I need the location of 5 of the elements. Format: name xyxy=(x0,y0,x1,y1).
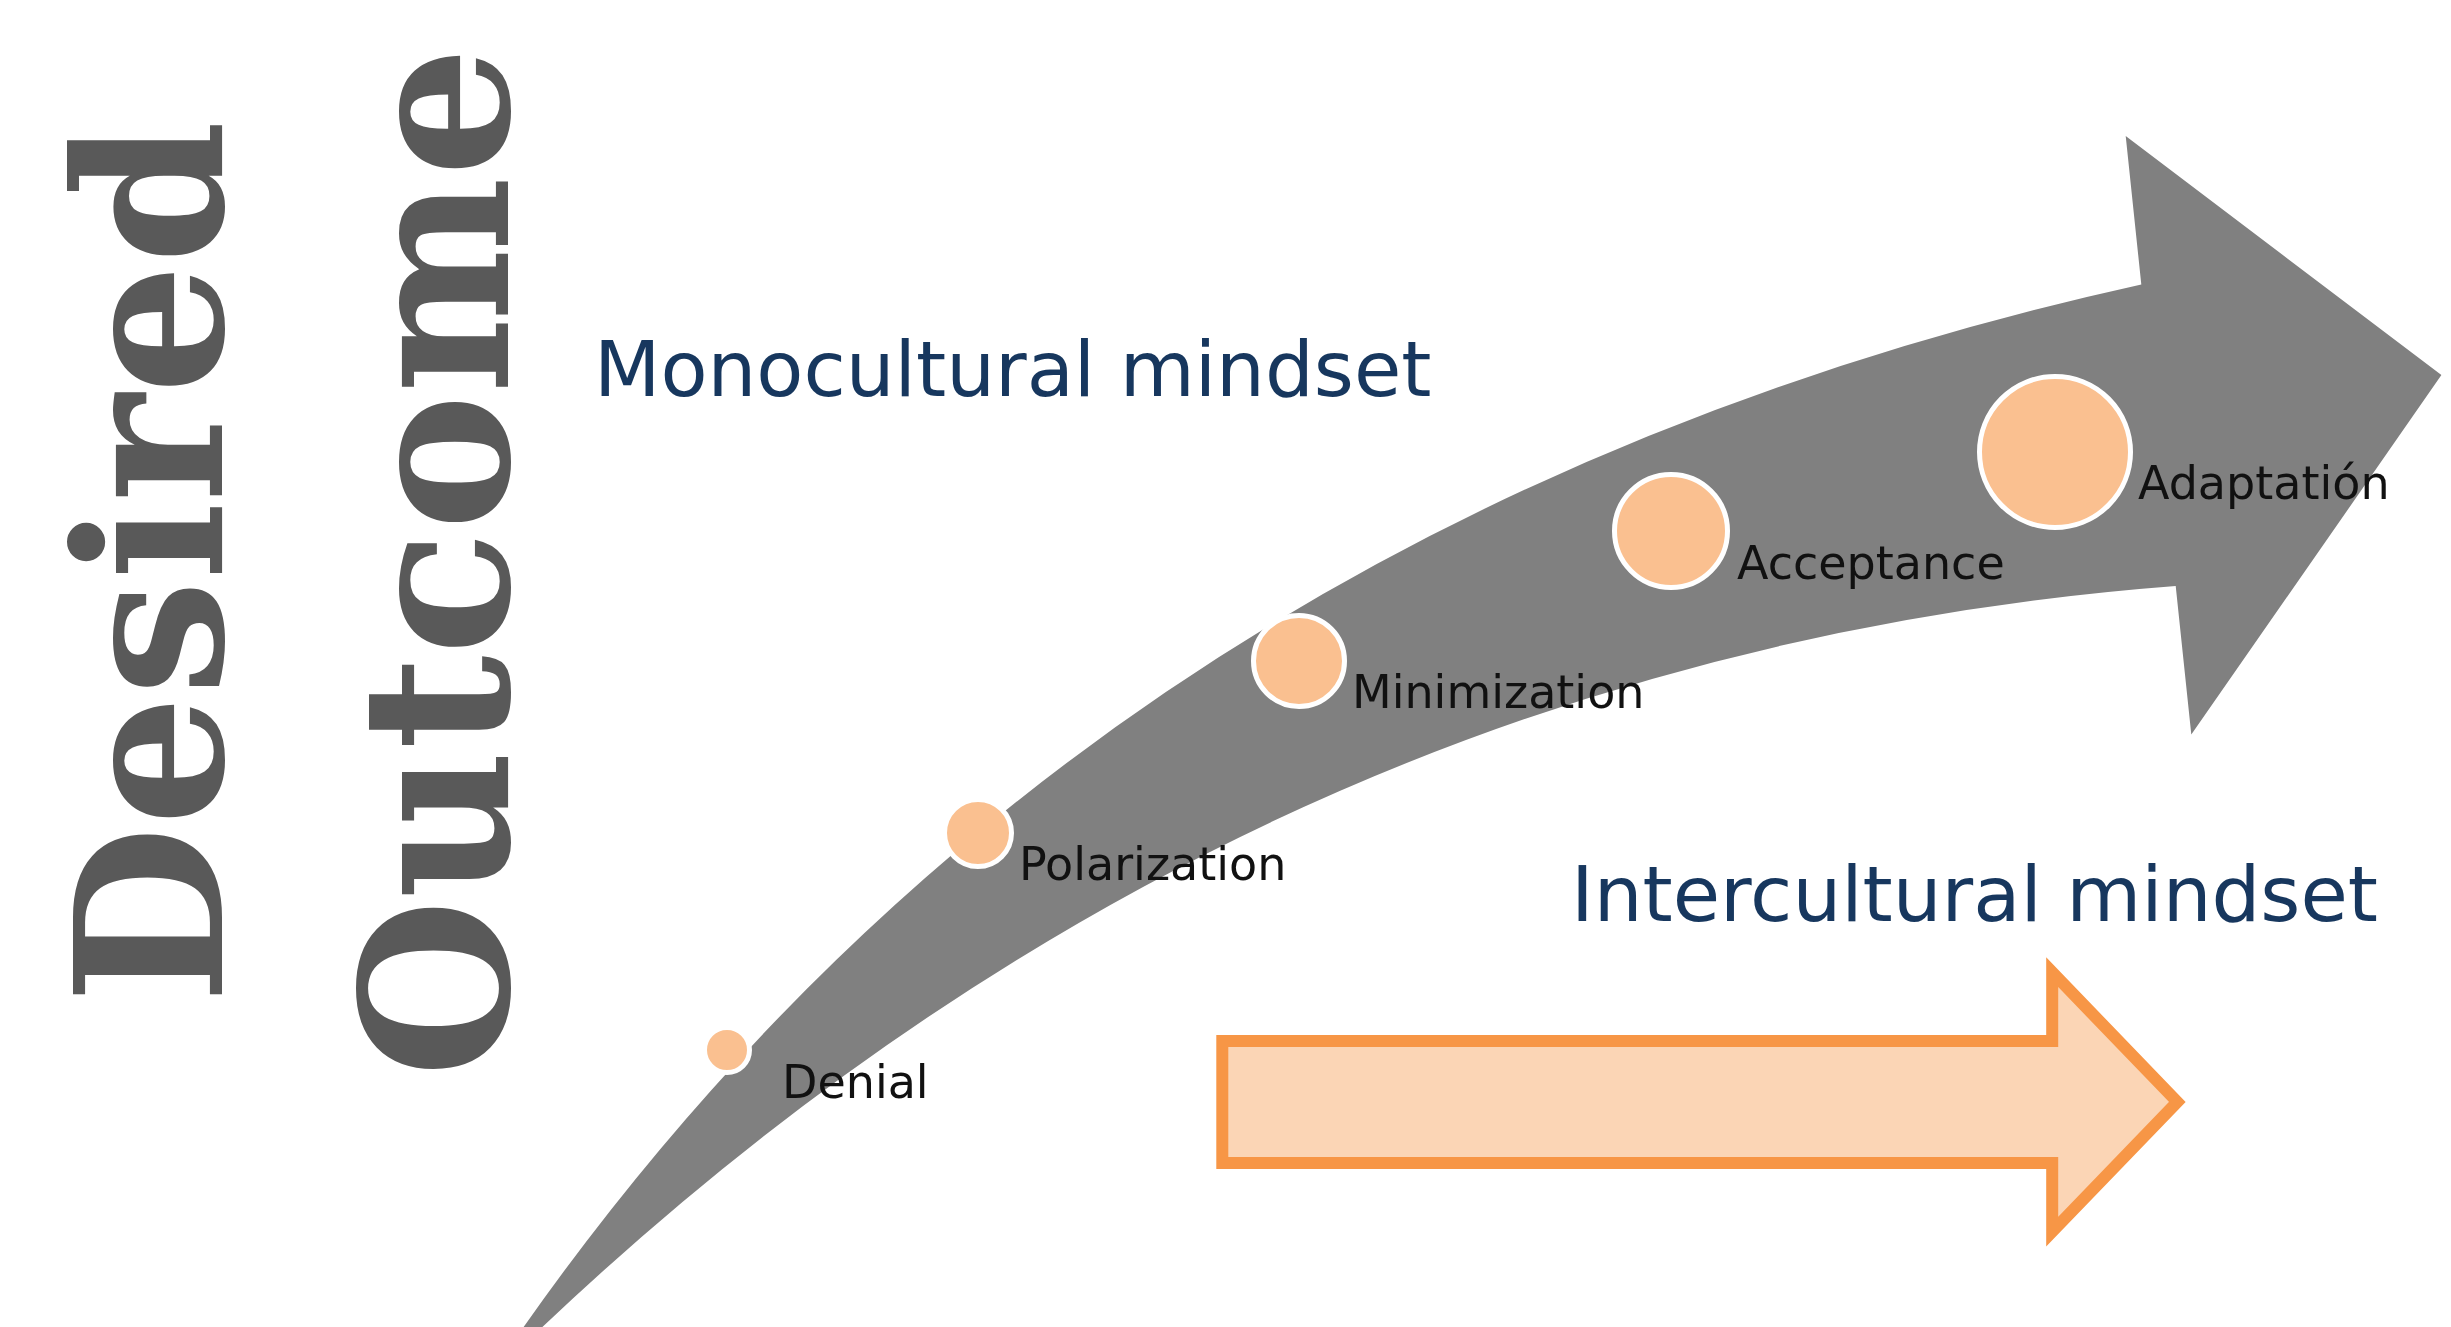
stage-label: Denial xyxy=(782,1055,929,1109)
stage-label: Acceptance xyxy=(1737,536,2005,590)
mindset-label: Monocultural mindset xyxy=(594,324,1432,414)
mindset-label: Intercultural mindset xyxy=(1571,849,2379,939)
title: Desired Outcome xyxy=(29,45,557,1080)
